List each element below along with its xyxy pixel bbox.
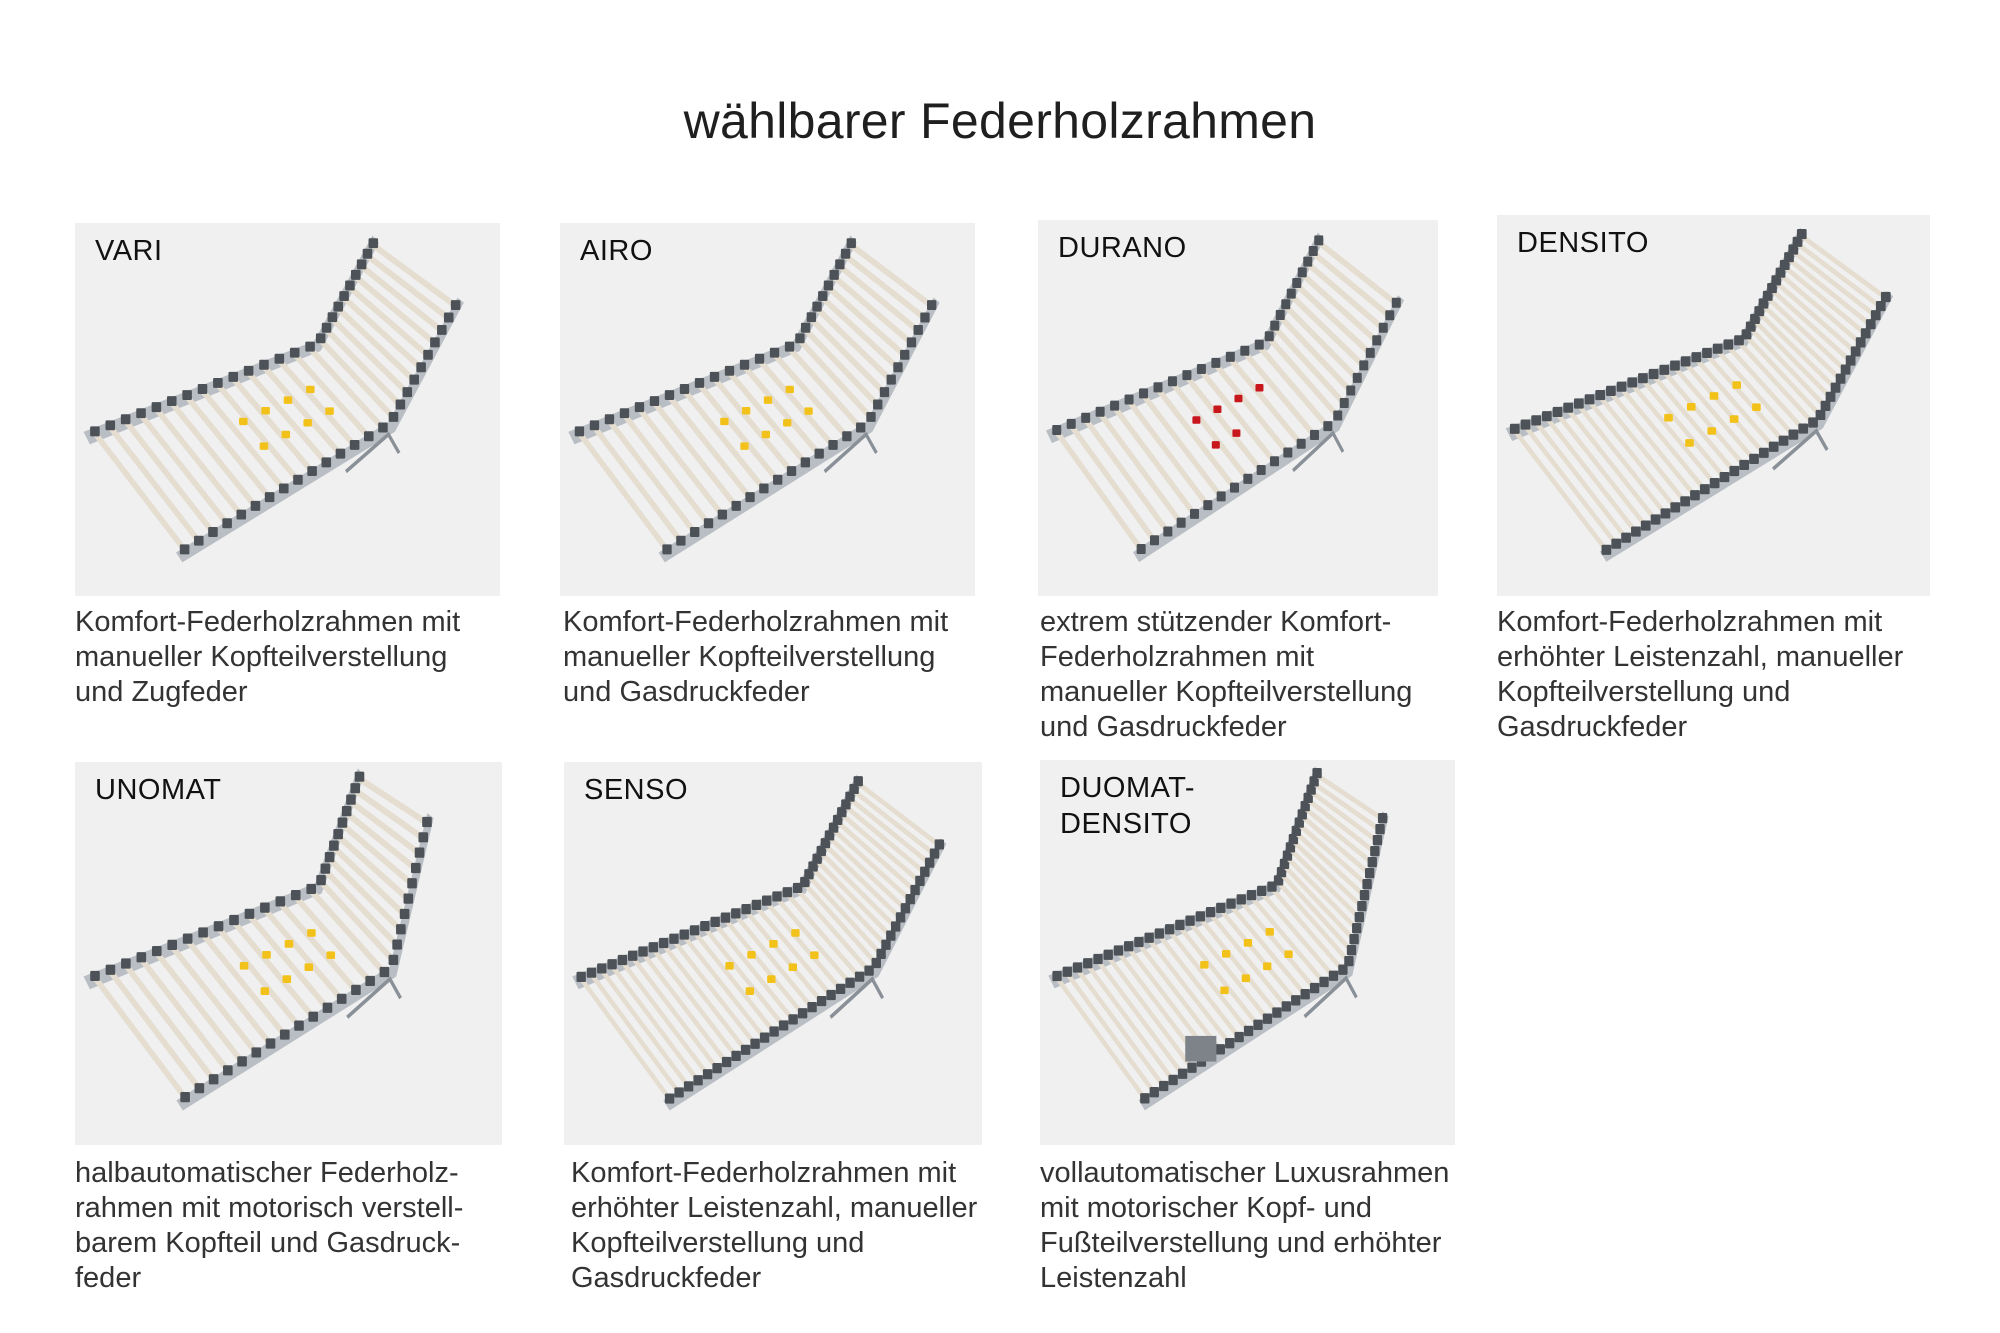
slatted-frame-illustration <box>83 768 434 1111</box>
product-name-vari: VARI <box>95 235 163 267</box>
product-name-durano: DURANO <box>1058 232 1187 264</box>
product-description-duomat-densito: vollautomatischer Luxusrahmen mit motori… <box>1040 1157 1450 1294</box>
product-image-unomat[interactable]: UNOMAT <box>75 762 502 1145</box>
product-name-densito: DENSITO <box>1517 227 1649 259</box>
slatted-frame-illustration <box>568 235 940 563</box>
slatted-frame-illustration <box>572 774 947 1111</box>
product-image-densito[interactable]: DENSITO <box>1497 215 1930 596</box>
product-name-unomat: UNOMAT <box>95 774 222 806</box>
product-image-durano[interactable]: DURANO <box>1038 220 1438 596</box>
product-image-duomat-densito[interactable]: DUOMAT- DENSITO <box>1040 760 1455 1145</box>
product-description-airo: Komfort-Federholzrahmen mit manueller Ko… <box>563 606 949 708</box>
product-description-vari: Komfort-Federholzrahmen mit manueller Ko… <box>75 606 461 708</box>
product-image-senso[interactable]: SENSO <box>564 762 982 1145</box>
product-description-durano: extrem stützender Komfort- Federholzrahm… <box>1040 606 1413 743</box>
slatted-frame-illustration <box>1505 227 1894 562</box>
product-description-unomat: halbautomatischer Federholz- rahmen mit … <box>75 1157 464 1294</box>
product-description-densito: Komfort-Federholzrahmen mit erhöhter Lei… <box>1497 606 1904 743</box>
slatted-frame-illustration <box>1048 766 1389 1111</box>
product-description-senso: Komfort-Federholzrahmen mit erhöhter Lei… <box>571 1157 978 1294</box>
product-name-duomat-densito: DUOMAT- DENSITO <box>1060 772 1196 840</box>
product-name-senso: SENSO <box>584 774 689 806</box>
page-title: wählbarer Federholzrahmen <box>683 93 1317 149</box>
product-image-airo[interactable]: AIRO <box>560 223 975 596</box>
slatted-frame-illustration <box>83 235 464 563</box>
product-image-vari[interactable]: VARI <box>75 223 500 596</box>
product-name-airo: AIRO <box>580 235 653 267</box>
slatted-frame-illustration <box>1046 232 1404 563</box>
